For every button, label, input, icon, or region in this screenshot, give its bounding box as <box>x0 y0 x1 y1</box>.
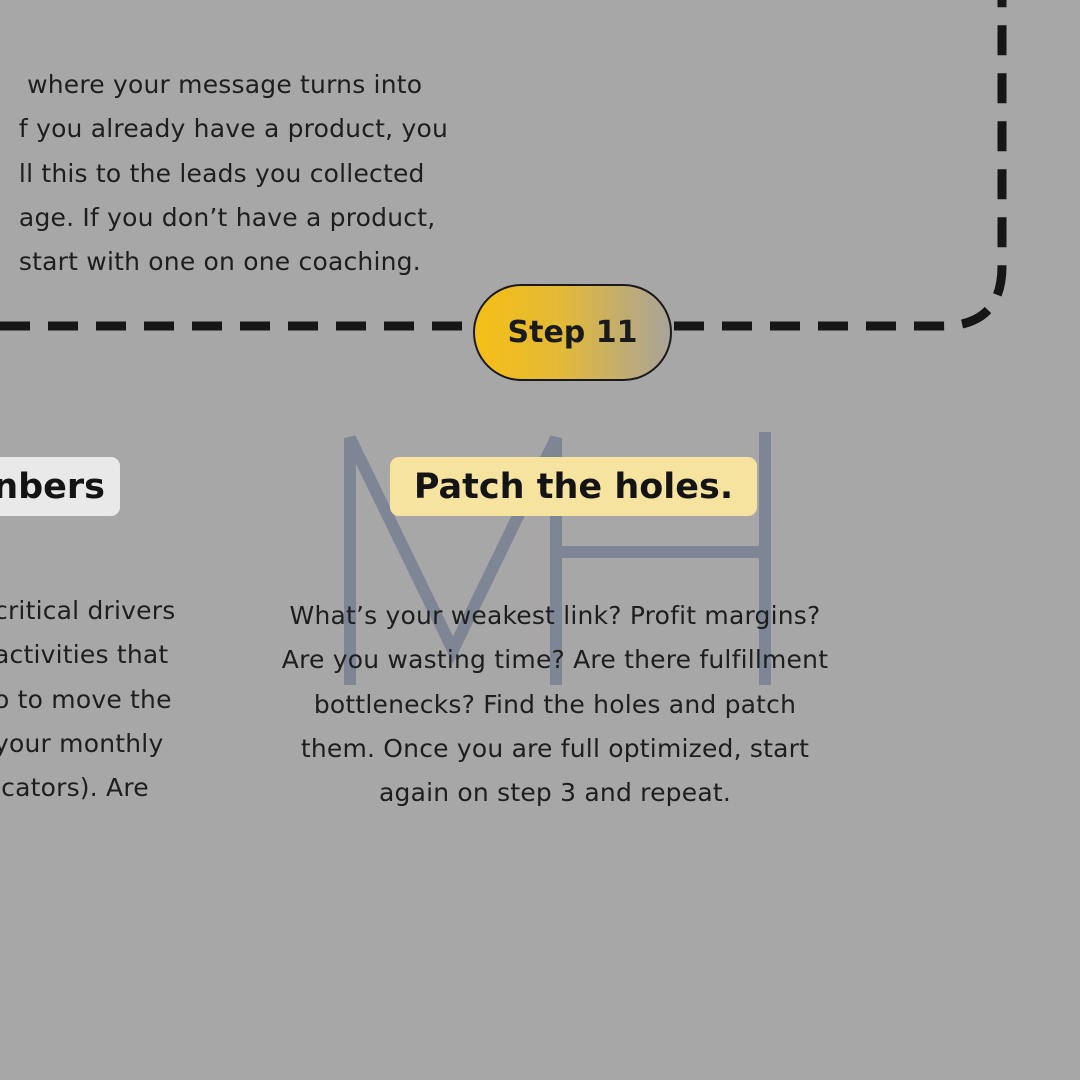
top-card-line: where your message turns into <box>18 70 423 100</box>
left-card-line: your monthly <box>0 728 164 758</box>
main-card-line: them. Once you are full optimized, start <box>300 733 810 763</box>
step-badge-label: Step 11 <box>507 315 638 350</box>
left-card-line: icators). Are <box>0 773 149 803</box>
main-card-line: What’s your weakest link? Profit margins… <box>289 601 821 631</box>
dashed-path-right-segment <box>674 0 1007 331</box>
top-card-line: age. If you don’t have a product, <box>18 202 436 232</box>
main-card-line: bottlenecks? Find the holes and patch <box>313 689 797 719</box>
left-card-title-text: nbers <box>0 466 105 507</box>
step-badge: Step 11 <box>473 284 672 381</box>
top-card-line: f you already have a product, you <box>18 114 448 144</box>
left-card-line: activities that <box>0 640 169 670</box>
main-card-body: What’s your weakest link? Profit margins… <box>263 550 847 815</box>
main-card-line: Are you wasting time? Are there fulfillm… <box>281 645 829 675</box>
left-card-body: critical drivers activities that o to mo… <box>0 545 194 810</box>
top-card-line: start with one on one coaching. <box>18 247 421 277</box>
main-card-title: Patch the holes. <box>390 457 757 516</box>
left-card-line: critical drivers <box>0 596 176 626</box>
main-card-line: again on step 3 and repeat. <box>378 778 732 808</box>
top-card-body: where your message turns into f you alre… <box>19 19 448 284</box>
main-card-title-text: Patch the holes. <box>413 466 734 507</box>
left-card-line: o to move the <box>0 684 172 714</box>
left-card-title: nbers <box>0 457 120 516</box>
top-card-line: ll this to the leads you collected <box>18 158 425 188</box>
